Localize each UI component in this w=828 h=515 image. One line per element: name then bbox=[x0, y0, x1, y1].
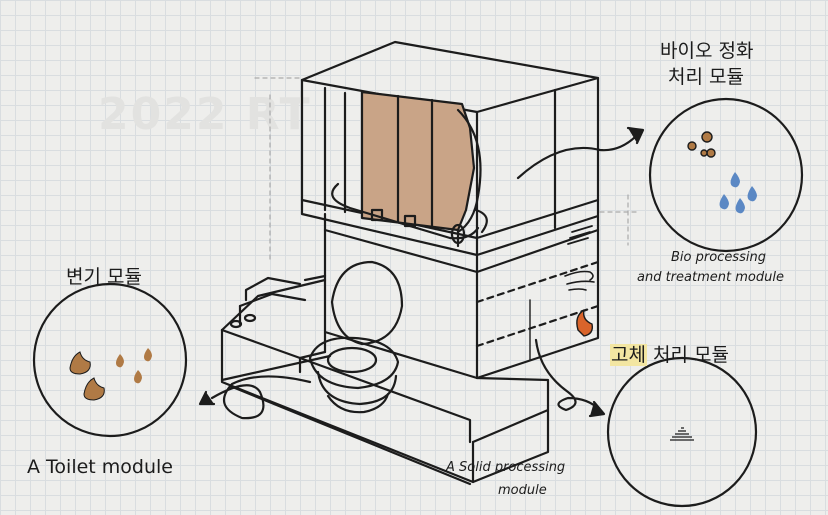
toilet-circle bbox=[32, 282, 188, 438]
solid-module-korean-prefix: 고체 bbox=[610, 344, 647, 366]
solid-module-english-line2: module bbox=[498, 483, 547, 498]
fire-icon bbox=[576, 309, 594, 337]
solid-module-korean: 고체 처리 모듈 bbox=[610, 340, 729, 367]
solid-module-korean-suffix: 처리 모듈 bbox=[646, 344, 729, 366]
wind-icon bbox=[564, 270, 595, 291]
vent-icon bbox=[567, 225, 593, 245]
bio-module-english-line1: Bio processing bbox=[671, 250, 766, 265]
bio-module-english-line2: and treatment module bbox=[637, 270, 784, 285]
bio-circle bbox=[648, 97, 804, 253]
toilet-base bbox=[220, 274, 550, 486]
toilet-module-korean: 변기 모듈 bbox=[66, 266, 142, 288]
toilet-module-english: A Toilet module bbox=[27, 456, 173, 478]
arrow-to-toilet bbox=[198, 375, 312, 420]
pile-icon bbox=[670, 427, 694, 441]
bacteria-icon bbox=[687, 131, 716, 158]
solid-circle bbox=[606, 356, 758, 508]
water-drop-icon bbox=[116, 348, 152, 384]
bio-module-korean-line1: 바이오 정화 bbox=[660, 40, 754, 62]
bio-tank bbox=[331, 90, 488, 245]
bio-module-korean-line2: 처리 모듈 bbox=[668, 66, 744, 88]
arrow-to-bio bbox=[516, 126, 645, 180]
toilet-bowl bbox=[308, 260, 404, 414]
arrow-to-solid bbox=[534, 338, 606, 418]
water-drop-icon bbox=[719, 172, 757, 214]
poop-icon bbox=[69, 351, 105, 401]
solid-module-english-line1: A Solid processing bbox=[446, 460, 566, 475]
watermark: 2022 RT bbox=[98, 89, 312, 140]
